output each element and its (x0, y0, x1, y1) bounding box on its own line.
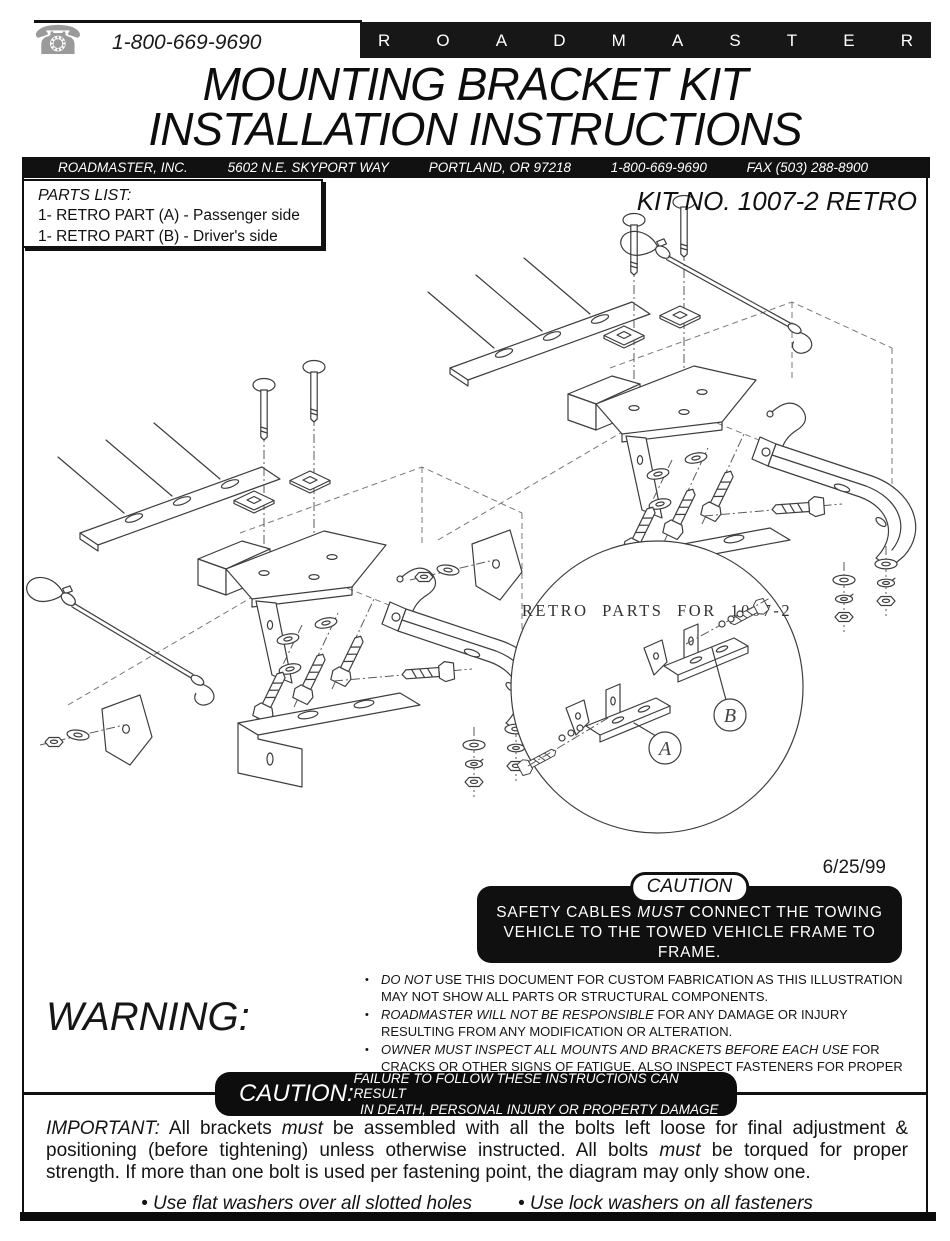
important-bullets: • Use flat washers over all slotted hole… (46, 1193, 908, 1215)
caution-line-1: SAFETY CABLES MUST CONNECT THE TOWING (477, 903, 902, 923)
retro-parts-detail-circle: RETRO PARTS FOR 1007-2 A B (510, 540, 804, 834)
warning-bullet-list: • DO NOT USE THIS DOCUMENT FOR CUSTOM FA… (363, 972, 915, 1094)
important-text: All brackets (160, 1118, 282, 1139)
warning-bullet: • DO NOT USE THIS DOCUMENT FOR CUSTOM FA… (363, 972, 915, 1005)
brand-letter: E (843, 30, 855, 50)
brand-letter: M (611, 30, 626, 50)
important-emphasis: must (659, 1140, 701, 1161)
caution-line1-emphasis: MUST (637, 904, 685, 921)
brand-letter: A (671, 30, 684, 50)
brand-bar: R O A D M A S T E R (360, 22, 931, 58)
bullet-marker: • (365, 1044, 369, 1056)
caution-footnote: FOLLOW SAFETY INFORMATION IN WARRANTY PA… (509, 964, 870, 978)
brand-letter: T (786, 30, 798, 50)
assembly-left (40, 361, 546, 798)
warning-bullet-emphasis: ROADMASTER WILL NOT BE RESPONSIBLE (381, 1007, 654, 1022)
caution-strip-text: FAILURE TO FOLLOW THESE INSTRUCTIONS CAN… (354, 1071, 737, 1118)
company-info-bar: ROADMASTER, INC. 5602 N.E. SKYPORT WAY P… (22, 157, 930, 178)
phone-icon: ☎ (33, 18, 83, 64)
warning-bullet: • OWNER MUST INSPECT ALL MOUNTS AND BRAC… (363, 1042, 915, 1092)
caution-strip-line1: FAILURE TO FOLLOW THESE INSTRUCTIONS CAN… (353, 1070, 679, 1102)
brand-letter: O (436, 30, 450, 50)
doc-title-line1: MOUNTING BRACKET KIT (202, 58, 749, 110)
parts-list-box: PARTS LIST: 1- RETRO PART (A) - Passenge… (22, 179, 323, 248)
warning-bullet-emphasis: OWNER MUST INSPECT ALL MOUNTS AND BRACKE… (381, 1042, 849, 1057)
doc-title-line2: INSTALLATION INSTRUCTIONS (148, 103, 802, 155)
brand-letter: A (495, 30, 508, 50)
parts-list-item: 1- RETRO PART (B) - Driver's side (38, 228, 278, 245)
parts-list-title: PARTS LIST: (38, 187, 132, 204)
kit-number: KIT NO. 1007-2 RETRO (636, 186, 917, 216)
company-name: ROADMASTER, INC. (58, 160, 188, 175)
important-bullet-flat-washers: • Use flat washers over all slotted hole… (141, 1193, 472, 1214)
important-bullet-lock-washers: • Use lock washers on all fasteners (517, 1193, 813, 1214)
brand-letter: S (729, 30, 741, 50)
important-emphasis: must (281, 1118, 323, 1139)
caution-line1-pre: SAFETY CABLES (496, 904, 638, 921)
company-city: PORTLAND, OR 97218 (428, 160, 571, 175)
brand-letter: R (378, 30, 391, 50)
caution-strip-line2: IN DEATH, PERSONAL INJURY OR PROPERTY DA… (360, 1101, 719, 1117)
company-address: 5602 N.E. SKYPORT WAY (227, 160, 389, 175)
warning-label: WARNING: (46, 995, 250, 1039)
important-section: IMPORTANT: All brackets must be assemble… (46, 1118, 908, 1215)
important-text: be torqued for proper strength. If more … (46, 1140, 908, 1183)
safety-caution-box: CAUTION SAFETY CABLES MUST CONNECT THE T… (477, 872, 902, 978)
revision-date: 6/25/99 (822, 857, 886, 878)
part-a-label: A (657, 738, 672, 760)
brand-letter: R (900, 30, 913, 50)
caution-line1-post: CONNECT THE TOWING (684, 904, 883, 921)
exploded-diagram: RETRO PARTS FOR 1007-2 A B (22, 178, 930, 834)
caution-line-2: VEHICLE TO THE TOWED VEHICLE FRAME TO FR… (503, 924, 876, 961)
parts-list-item: 1- RETRO PART (A) - Passenger side (38, 207, 300, 224)
bullet-marker: • (365, 974, 369, 986)
part-b-label: B (724, 705, 736, 727)
warning-bullet-text: FOR ANY DAMAGE OR INJURY RESULTING FROM … (381, 1007, 848, 1039)
important-paragraph: IMPORTANT: All brackets must be assemble… (46, 1118, 908, 1184)
caution-badge: CAUTION (629, 872, 750, 903)
top-rule (34, 20, 362, 23)
warning-bullet-emphasis: DO NOT (381, 972, 432, 987)
warning-bullet-text: USE THIS DOCUMENT FOR CUSTOM FABRICATION… (381, 972, 903, 1004)
top-phone-number: 1-800-669-9690 (112, 31, 262, 54)
caution-strip: CAUTION: FAILURE TO FOLLOW THESE INSTRUC… (215, 1071, 737, 1118)
caution-strip-label: CAUTION: (239, 1080, 354, 1107)
brand-letter: D (553, 30, 566, 50)
bullet-marker: • (365, 1009, 369, 1021)
company-phone: 1-800-669-9690 (610, 160, 707, 175)
safety-cable-left (22, 571, 234, 709)
warning-bullet: • ROADMASTER WILL NOT BE RESPONSIBLE FOR… (363, 1007, 915, 1040)
company-fax: FAX (503) 288-8900 (746, 160, 868, 175)
detail-circle-title: RETRO PARTS FOR 1007-2 (522, 601, 792, 620)
bottom-bar (20, 1212, 936, 1221)
important-label: IMPORTANT: (46, 1118, 160, 1139)
important-text: be assembled with all the bolts left loo… (46, 1118, 908, 1161)
